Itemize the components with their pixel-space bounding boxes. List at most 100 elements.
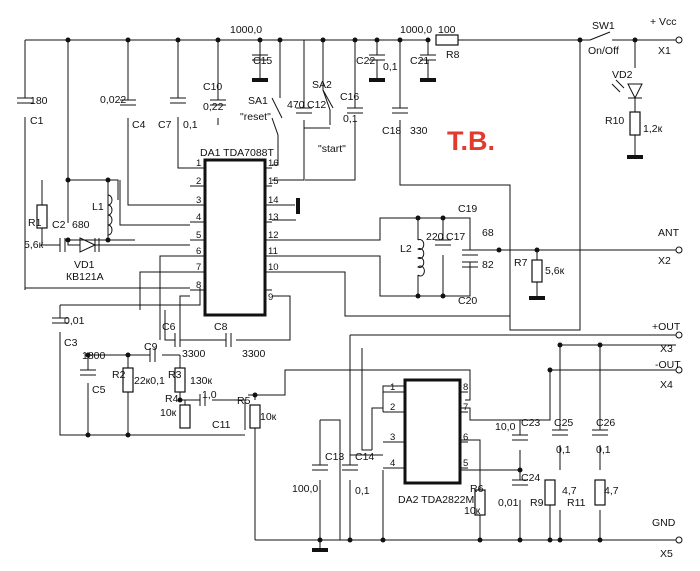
resistor-R6 bbox=[474, 489, 486, 516]
da2-pin-7: 7 bbox=[463, 402, 468, 413]
c25-label: C25 bbox=[554, 417, 573, 429]
c21-label: C21 bbox=[410, 55, 429, 67]
gnd-label: GND bbox=[652, 517, 676, 529]
sa1-value: "reset" bbox=[240, 111, 271, 123]
sw1-value: On/Off bbox=[588, 45, 619, 57]
r7-label: R7 bbox=[514, 257, 528, 269]
wires bbox=[24, 39, 676, 548]
c4-label: C4 bbox=[132, 119, 146, 131]
x5-label: X5 bbox=[660, 548, 673, 560]
da1-pin-15: 15 bbox=[268, 176, 279, 187]
vd2-label: VD2 bbox=[612, 69, 633, 81]
x3-label: X3 bbox=[660, 343, 673, 355]
da2-pin-3: 3 bbox=[390, 432, 395, 443]
c14-value: 0,1 bbox=[355, 485, 370, 497]
r1-value: 5,6к bbox=[24, 239, 44, 251]
r10-value: 1,2к bbox=[643, 123, 663, 135]
da1-pin-3: 3 bbox=[196, 195, 201, 206]
c7-label: C7 bbox=[158, 119, 172, 131]
r5-value: 10к bbox=[260, 411, 277, 423]
r8-value: 100 bbox=[438, 24, 456, 36]
connector-terminals bbox=[675, 36, 683, 544]
resistor-R1 bbox=[36, 204, 48, 229]
da1-pin-8: 8 bbox=[196, 280, 201, 291]
c13-label: C13 bbox=[325, 451, 344, 463]
c12-label: C12 bbox=[307, 99, 326, 111]
labels: T.B. DA1 TDA7088T DA2 TDA2822M 1 2 3 4 5… bbox=[24, 16, 681, 560]
da1-pin-1: 1 bbox=[196, 158, 201, 169]
r8-label: R8 bbox=[446, 49, 460, 61]
c25-value: 0,1 bbox=[556, 444, 571, 456]
led-VD2 bbox=[627, 83, 643, 100]
da2-pin-2: 2 bbox=[390, 402, 395, 413]
c2-label: C2 bbox=[52, 219, 66, 231]
c11-value: 1,0 bbox=[202, 389, 217, 401]
c2-value: 680 bbox=[72, 219, 90, 231]
c26-value: 0,1 bbox=[596, 444, 611, 456]
da2-pin-1: 1 bbox=[390, 382, 395, 393]
resistor-R3 bbox=[174, 367, 186, 393]
junction-dots bbox=[65, 37, 638, 543]
da1-pin-13: 13 bbox=[268, 212, 279, 223]
l2-label: L2 bbox=[400, 243, 412, 255]
x1-label: X1 bbox=[658, 45, 671, 57]
resistor-R5 bbox=[249, 404, 261, 429]
c6-label: C6 bbox=[162, 321, 176, 333]
c8-value: 3300 bbox=[242, 348, 266, 360]
c23-value: 10,0 bbox=[495, 421, 516, 433]
c17-value: 220 bbox=[426, 231, 444, 243]
r2-value: 22к0,1 bbox=[134, 375, 165, 387]
da2-pin-8: 8 bbox=[463, 382, 468, 393]
r4-label: R4 bbox=[165, 393, 179, 405]
c20-value: 82 bbox=[482, 259, 494, 271]
c13-value: 100,0 bbox=[292, 483, 318, 495]
da1-pin-6: 6 bbox=[196, 246, 201, 257]
c5-label: C5 bbox=[92, 384, 106, 396]
ic-da1-label: DA1 TDA7088T bbox=[200, 147, 275, 159]
c4-value: 0,022 bbox=[100, 94, 126, 106]
resistor-R7 bbox=[531, 259, 543, 283]
r9-value: 4,7 bbox=[562, 485, 577, 497]
r3-value: 130к bbox=[190, 375, 213, 387]
c3-label: C3 bbox=[64, 337, 78, 349]
ic-da2 bbox=[383, 378, 468, 485]
c18-value: 330 bbox=[410, 125, 428, 137]
c15-label: C15 bbox=[253, 55, 272, 67]
c6-value: 3300 bbox=[182, 348, 206, 360]
ground-bars bbox=[252, 60, 643, 552]
switches bbox=[271, 31, 611, 119]
sa2-label: SA2 bbox=[312, 79, 332, 91]
resistor-R10 bbox=[629, 111, 641, 136]
r9-label: R9 bbox=[530, 497, 544, 509]
inductors bbox=[107, 194, 425, 277]
c8-label: C8 bbox=[214, 321, 228, 333]
c12-value: 470 bbox=[287, 99, 305, 111]
switch-SA2 bbox=[322, 89, 334, 109]
watermark: T.B. bbox=[447, 126, 495, 156]
c15-value: 1000,0 bbox=[230, 24, 262, 36]
sw1-label: SW1 bbox=[592, 20, 615, 32]
vcc-label: + Vcc bbox=[650, 16, 677, 28]
diodes bbox=[79, 79, 643, 253]
switch-SW1 bbox=[589, 31, 611, 41]
da1-pin-9: 9 bbox=[268, 292, 273, 303]
c17-label: C17 bbox=[446, 231, 465, 243]
inductor-L1 bbox=[107, 194, 113, 236]
inductor-L2 bbox=[417, 239, 425, 277]
c10-label: C10 bbox=[203, 81, 222, 93]
vd1-label: VD1 bbox=[74, 259, 95, 271]
c3-value: 0,01 bbox=[64, 315, 85, 327]
resistor-R2 bbox=[122, 367, 134, 393]
da1-pin-7: 7 bbox=[196, 262, 201, 273]
r3-label: R3 bbox=[168, 369, 182, 381]
c5-value: 1800 bbox=[82, 350, 106, 362]
c9-label: C9 bbox=[144, 341, 158, 353]
resistors bbox=[36, 34, 641, 516]
c22-value: 0,1 bbox=[383, 61, 398, 73]
r6-label: R6 bbox=[470, 483, 484, 495]
vd1-value: КВ121А bbox=[66, 271, 104, 283]
r4-value: 10к bbox=[160, 407, 177, 419]
da1-pin-5: 5 bbox=[196, 230, 201, 241]
c26-label: C26 bbox=[596, 417, 615, 429]
